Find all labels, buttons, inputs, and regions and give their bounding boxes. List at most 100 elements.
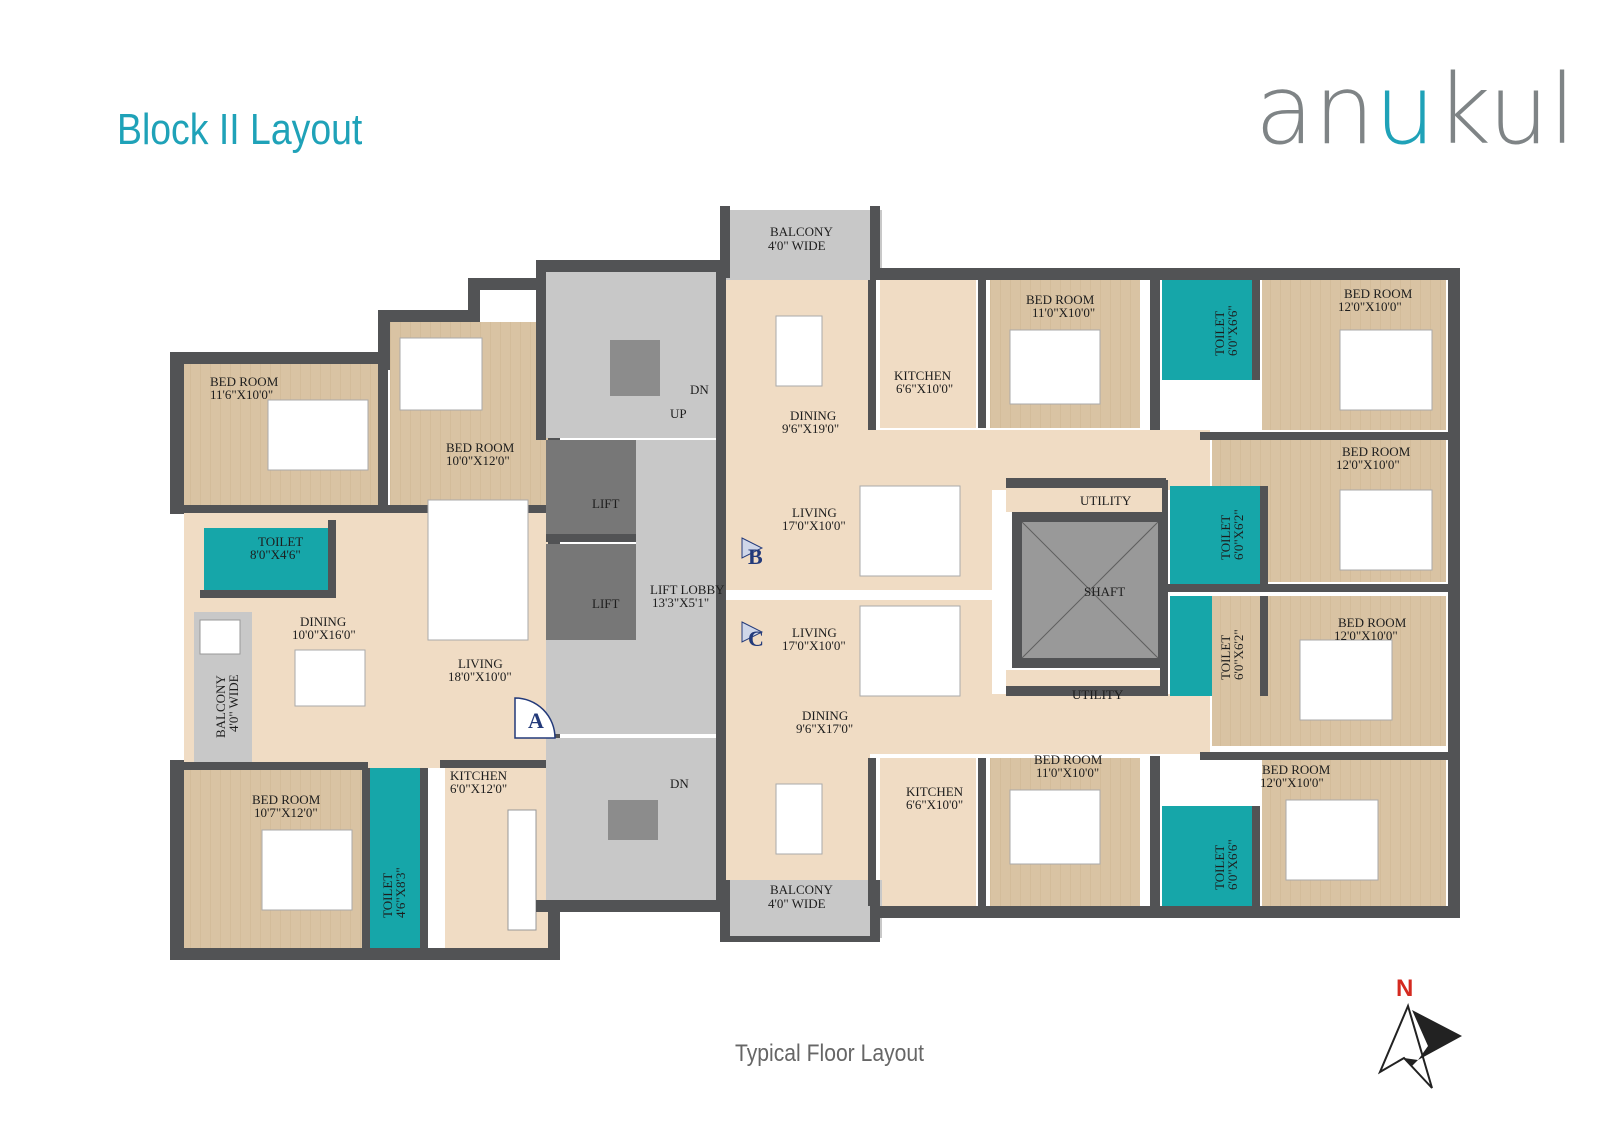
wall <box>468 278 548 290</box>
wall <box>440 760 548 768</box>
room-name: DINING <box>790 408 836 423</box>
compass: N <box>1377 975 1462 1089</box>
room-size: 6'0"X6'2" <box>1231 629 1246 680</box>
wall <box>536 900 726 912</box>
wall <box>1448 268 1460 588</box>
room-name: SHAFT <box>1084 584 1125 599</box>
wall <box>716 260 726 910</box>
room-size: 12'0"X10'0" <box>1334 628 1398 643</box>
sofa-set <box>427 499 529 641</box>
wall <box>378 322 388 512</box>
compass-needle-tip <box>1404 1058 1418 1066</box>
room-name: TOILET <box>1212 845 1227 890</box>
room-size: 12'0"X10'0" <box>1336 457 1400 472</box>
wall <box>362 768 370 948</box>
room-name: BED ROOM <box>1026 292 1095 307</box>
logo-text-accent: u <box>1374 54 1436 166</box>
room-size: 8'0"X4'6" <box>250 547 301 562</box>
unit-a <box>170 278 560 960</box>
door-arrow <box>741 537 764 559</box>
wall <box>870 906 1460 918</box>
room-size: 4'0" WIDE <box>768 896 826 911</box>
room-size: 4'0" WIDE <box>768 238 826 253</box>
unit-a-badge: A <box>528 708 544 733</box>
wall <box>868 758 876 906</box>
room-size: 10'0"X16'0" <box>292 627 356 642</box>
bed <box>1339 329 1433 411</box>
bed <box>1009 329 1101 405</box>
wall <box>1150 756 1160 906</box>
dining-table <box>294 649 366 707</box>
kitchen-counter <box>507 809 537 931</box>
wall <box>720 936 880 942</box>
room-size: 12'0"X10'0" <box>1260 775 1324 790</box>
room-name: BALCONY <box>770 882 833 897</box>
shaft-diagonal <box>1021 521 1159 659</box>
core <box>536 260 726 912</box>
toilet-floor <box>1170 486 1262 586</box>
toilet-floor <box>1162 280 1258 380</box>
room-size: 12'0"X10'0" <box>1338 299 1402 314</box>
stair-label: DN <box>670 776 689 791</box>
room-size: 9'6"X19'0" <box>782 421 839 436</box>
stair-label: DN <box>690 382 709 397</box>
room-size: 6'0"X12'0" <box>450 781 507 796</box>
room-name: LIFT <box>592 496 620 511</box>
room-name: BALCONY <box>213 675 228 738</box>
room-name: KITCHEN <box>894 368 952 383</box>
room-size: 6'0"X6'2" <box>1231 509 1246 560</box>
toilet-floor <box>204 528 328 592</box>
room-name: KITCHEN <box>906 784 964 799</box>
bed <box>1299 639 1393 721</box>
wall <box>870 880 880 940</box>
room-name: BALCONY <box>770 224 833 239</box>
washing-machine <box>199 619 241 655</box>
wall <box>1160 584 1460 592</box>
bed <box>1285 799 1379 881</box>
room-name: UTILITY <box>1072 687 1124 702</box>
wall <box>868 280 876 430</box>
room-name: TOILET <box>258 534 303 549</box>
room-name: UTILITY <box>1080 493 1132 508</box>
bed <box>399 337 483 411</box>
wall <box>184 505 548 513</box>
room-size: 6'0"X6'6" <box>1225 839 1240 890</box>
wall <box>978 280 986 428</box>
room-name: BED ROOM <box>1034 752 1103 767</box>
room-name: BED ROOM <box>1344 286 1413 301</box>
stair-label: UP <box>670 406 687 421</box>
room-size: 6'6"X10'0" <box>906 797 963 812</box>
dining-table <box>775 783 823 855</box>
lift-car <box>546 440 636 534</box>
wall <box>378 310 470 322</box>
unit-b <box>720 206 1460 592</box>
wall <box>870 206 880 278</box>
unit-badges: A B C <box>514 537 764 739</box>
room-name: TOILET <box>380 873 395 918</box>
brand-logo: anukul <box>1255 62 1576 158</box>
room-name: TOILET <box>1218 515 1233 560</box>
room-size: 10'7"X12'0" <box>254 805 318 820</box>
room-name: DINING <box>300 614 346 629</box>
wall <box>170 352 380 364</box>
compass-needle-fill <box>1412 1010 1462 1060</box>
dining-table <box>775 315 823 387</box>
wall <box>328 520 336 596</box>
wall <box>546 534 636 542</box>
room-name: TOILET <box>1212 311 1227 356</box>
compass-north-label: N <box>1396 975 1413 1002</box>
room-name: LIVING <box>458 656 503 671</box>
room-size: 10'0"X12'0" <box>446 453 510 468</box>
unit-c-badge: C <box>748 626 764 651</box>
room-name: BED ROOM <box>252 792 321 807</box>
room-labels: BED ROOM 11'6"X10'0" BED ROOM 10'0"X12'0… <box>210 224 1413 918</box>
page-title: Block II Layout <box>117 105 363 154</box>
toilet-floor <box>368 768 420 948</box>
room-size: 11'6"X10'0" <box>210 387 273 402</box>
wall <box>1006 686 1166 696</box>
shaft-area <box>1006 488 1168 694</box>
room-name: BED ROOM <box>210 374 279 389</box>
wall <box>184 762 368 770</box>
room-size: 11'0"X10'0" <box>1036 765 1099 780</box>
